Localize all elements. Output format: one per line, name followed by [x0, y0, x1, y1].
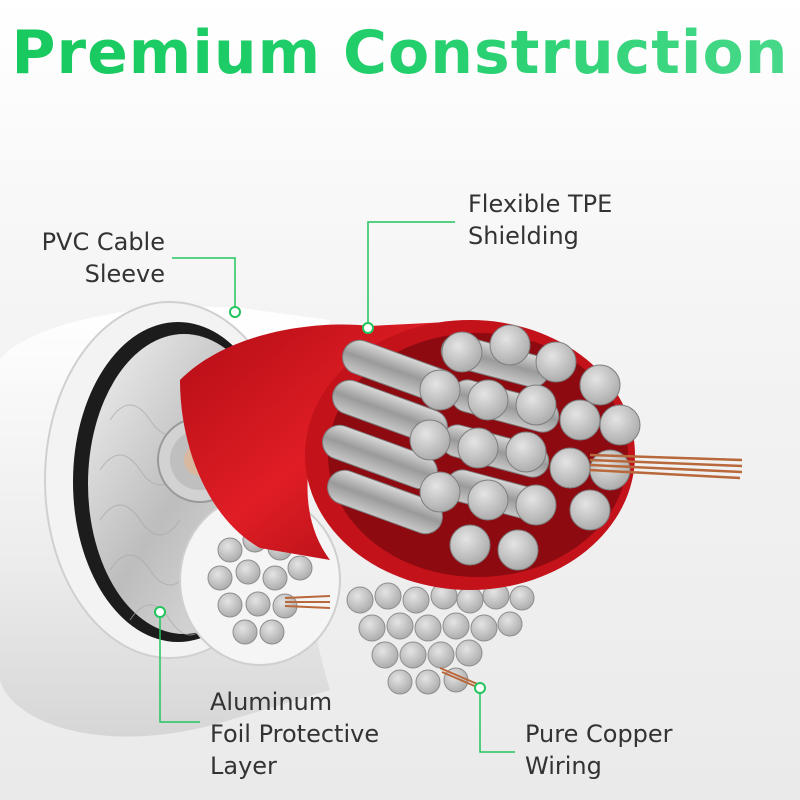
foil-dot [154, 606, 166, 618]
tpe-leader-line [367, 221, 455, 328]
pure-copper-wiring-label: Pure Copper Wiring [525, 718, 673, 782]
flexible-tpe-shielding-label: Flexible TPE Shielding [468, 188, 612, 252]
tpe-label-line: Flexible TPE [468, 190, 613, 218]
pvc-dot [229, 306, 241, 318]
foil-label-line: Layer [210, 752, 277, 780]
callout-dots [154, 306, 486, 694]
pvc-label-line: PVC Cable [41, 228, 165, 256]
pvc-leader-line [172, 257, 236, 312]
pvc-label-line: Sleeve [84, 260, 165, 288]
copper-label-line: Pure Copper [525, 720, 673, 748]
foil-label-line: Aluminum [210, 688, 333, 716]
strand-bundle-upper [322, 324, 641, 571]
foil-leader-line [159, 612, 200, 723]
foil-label-line: Foil Protective [210, 720, 380, 748]
tpe-dot [362, 322, 374, 334]
strand-bundle-lower [346, 582, 535, 695]
aluminum-foil-label: Aluminum Foil Protective Layer [210, 686, 379, 782]
copper-label-line: Wiring [525, 752, 602, 780]
copper-leader-line [479, 688, 515, 753]
page-title: Premium Construction [0, 18, 800, 88]
copper-strands-upper [589, 453, 743, 480]
callout-lines [159, 221, 515, 753]
copper-dot [474, 682, 486, 694]
pvc-cable-sleeve-label: PVC Cable Sleeve [40, 226, 165, 290]
tpe-label-line: Shielding [468, 222, 579, 250]
